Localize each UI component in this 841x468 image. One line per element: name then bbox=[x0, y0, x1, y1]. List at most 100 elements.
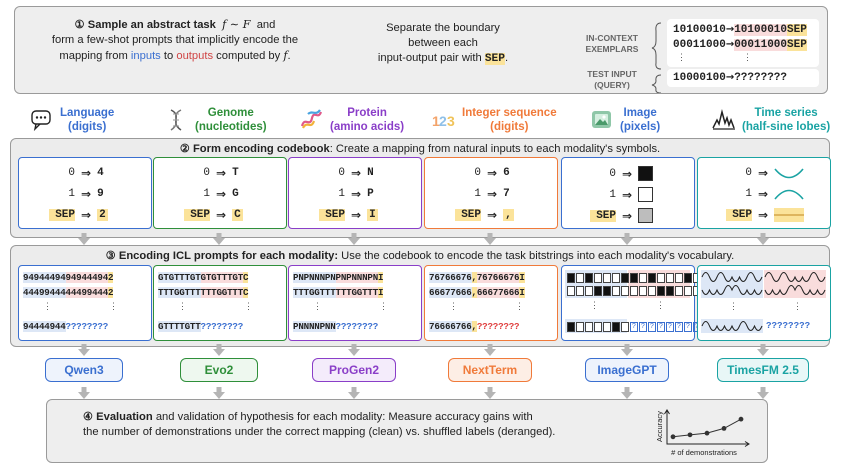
step1-to: to bbox=[163, 50, 174, 62]
down-arrow-icon bbox=[213, 232, 225, 245]
modality-sub: (digits) bbox=[490, 121, 529, 133]
ts-query-wave bbox=[701, 321, 763, 331]
black-pixel bbox=[612, 322, 620, 332]
prompt-dots: ⋮ bbox=[43, 301, 52, 311]
mapping-arrow-icon: ⇒ bbox=[622, 208, 633, 223]
chart-xlabel: # of demonstrations bbox=[671, 448, 737, 457]
sep-text-2: between each bbox=[408, 37, 478, 49]
down-arrow-icon bbox=[484, 343, 496, 356]
dna-icon bbox=[165, 108, 189, 132]
modality-name: Integer sequence bbox=[462, 107, 557, 119]
down-arrow-icon bbox=[78, 343, 90, 356]
prompt-input: TTTGGTTT bbox=[293, 287, 336, 298]
down-arrow-icon bbox=[484, 232, 496, 245]
codebook-row: 1⇒ bbox=[590, 187, 654, 202]
black-pixel bbox=[567, 273, 575, 283]
waveform-icon bbox=[712, 108, 736, 132]
prompt-query-output: ???????? bbox=[476, 321, 520, 332]
codebook-value: I bbox=[367, 209, 378, 221]
model-imagegpt: ImageGPT bbox=[585, 358, 669, 382]
prompt-sep: I bbox=[378, 287, 384, 298]
exemplar-1-input: 10100010 bbox=[673, 24, 726, 36]
timeseries-prompt: ⋮⋮???????? bbox=[701, 270, 827, 336]
y-axis-arrowhead bbox=[664, 409, 670, 415]
white-pixel-icon bbox=[638, 187, 654, 202]
modality-sub: (digits) bbox=[67, 121, 107, 133]
mapping-arrow-icon: ⇒ bbox=[622, 166, 633, 181]
prompt-output: GTGTTTGT bbox=[200, 272, 244, 283]
black-pixel bbox=[603, 286, 611, 296]
exemplar-2-input: 00011000 bbox=[673, 39, 726, 51]
codebook-key: 0 bbox=[338, 167, 345, 179]
ts-input-wave bbox=[701, 272, 763, 282]
step4-panel: ④ Evaluation and validation of hypothesi… bbox=[46, 399, 768, 463]
modality-label: Protein(amino acids) bbox=[330, 106, 404, 134]
step4-number: ④ bbox=[83, 411, 94, 423]
down-arrow-icon bbox=[213, 343, 225, 356]
protein-icon bbox=[300, 108, 324, 132]
accuracy-mini-chart: Accuracy# of demonstrations bbox=[655, 409, 750, 457]
speech-bubble-icon bbox=[30, 108, 54, 132]
prompt-dots: ⋮ bbox=[313, 301, 322, 311]
unknown-pixel: ? bbox=[666, 322, 674, 332]
ic-label-2: EXEMPLARS bbox=[585, 44, 639, 54]
svg-text:2: 2 bbox=[439, 113, 447, 129]
mapping-arrow-icon: ⇒ bbox=[216, 166, 227, 180]
ic-label-1: IN-CONTEXT bbox=[586, 33, 638, 43]
model-evo2: Evo2 bbox=[180, 358, 258, 382]
codebook-value: G bbox=[232, 188, 239, 200]
step1-dot: . bbox=[287, 50, 291, 62]
exemplar-dots-1: ⋮ bbox=[677, 52, 686, 62]
white-pixel bbox=[594, 273, 602, 283]
prompt-dots: ⋮ bbox=[109, 301, 118, 311]
mapping-arrow-icon: ⇒ bbox=[487, 208, 498, 222]
modality-sub: (half-sine lobes) bbox=[742, 121, 831, 133]
white-pixel bbox=[666, 273, 674, 283]
step1-text: ① Sample an abstract task f ∼ F and form… bbox=[25, 17, 325, 64]
codebook-key: SEP bbox=[726, 209, 752, 221]
white-pixel bbox=[684, 286, 692, 296]
prompt-output: 76766676 bbox=[476, 272, 520, 283]
image-icon bbox=[590, 108, 614, 132]
prompt-query-line: 94444944???????? bbox=[23, 321, 108, 332]
down-arrow-icon bbox=[757, 343, 769, 356]
mapping-arrow-icon: ⇒ bbox=[622, 187, 633, 202]
sep-explanation: Separate the boundary between each input… bbox=[353, 21, 533, 67]
mapping-arrow-icon: ⇒ bbox=[487, 166, 498, 180]
step2-heading: ② Form encoding codebook: Create a mappi… bbox=[11, 142, 829, 155]
chart-point-4 bbox=[721, 426, 727, 431]
prompt-output: 44499444 bbox=[65, 287, 109, 298]
black-pixel bbox=[585, 273, 593, 283]
codebook-value: 7 bbox=[503, 188, 510, 200]
prompt-sep: , bbox=[471, 321, 477, 332]
brace-icon bbox=[651, 22, 662, 93]
codebook-row: 0⇒ bbox=[726, 166, 804, 180]
codebook-sep-row: SEP⇒C bbox=[184, 208, 243, 222]
prompt-card-5: ⋮⋮???????? bbox=[561, 265, 701, 341]
codebook-key: SEP bbox=[455, 209, 481, 221]
mapping-arrow-icon: ⇒ bbox=[487, 187, 498, 201]
codebook-key: 0 bbox=[745, 167, 752, 179]
modality-name: Language bbox=[60, 107, 115, 119]
codebook-row: 0⇒N bbox=[319, 166, 373, 180]
prompt-input: 44499444 bbox=[23, 287, 66, 298]
test-output: ???????? bbox=[734, 72, 788, 84]
prompt-dots: ⋮ bbox=[515, 301, 524, 311]
black-pixel bbox=[657, 286, 665, 296]
modality-label: Time series(half-sine lobes) bbox=[742, 106, 830, 134]
chart-point-2 bbox=[687, 432, 693, 438]
codebook-card-6: 0⇒1⇒SEP⇒ bbox=[697, 157, 831, 229]
step1-title: Sample an abstract task bbox=[87, 19, 216, 31]
exemplar-2-sep: SEP bbox=[787, 39, 807, 51]
white-pixel bbox=[576, 273, 584, 283]
test-row: 10000100→???????? bbox=[673, 72, 787, 84]
white-pixel bbox=[567, 286, 575, 296]
white-pixel bbox=[639, 273, 647, 283]
ts-input-bg bbox=[701, 270, 763, 298]
arrow-right-icon: → bbox=[725, 72, 735, 83]
mapping-arrow-icon: ⇒ bbox=[216, 187, 227, 201]
prompt-input: 76766676 bbox=[429, 272, 472, 283]
